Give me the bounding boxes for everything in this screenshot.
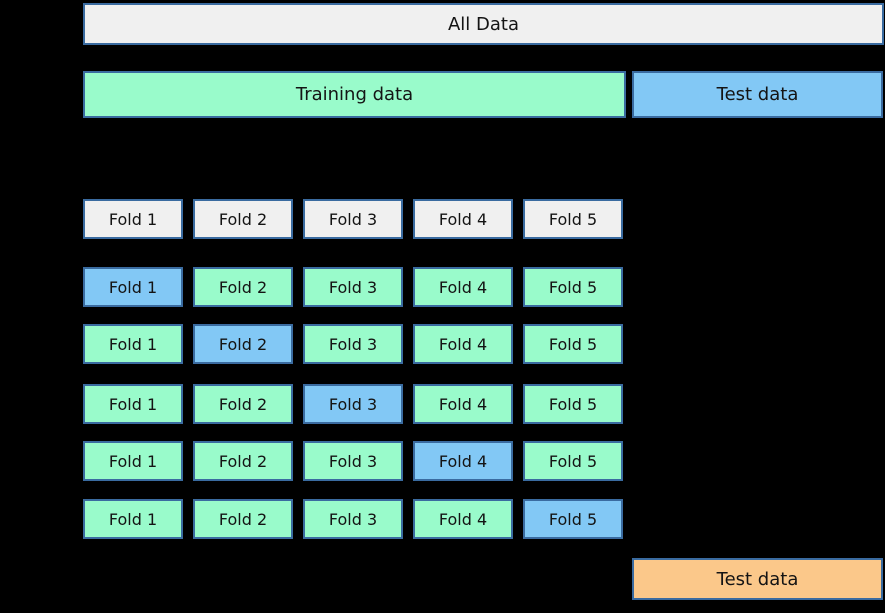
- fold-cell: Fold 1: [83, 384, 183, 424]
- fold-cell: Fold 4: [413, 441, 513, 481]
- training-data-label: Training data: [295, 84, 414, 105]
- fold-cell: Fold 3: [303, 267, 403, 307]
- fold-cell: Fold 1: [83, 499, 183, 539]
- training-data-bar: Training data: [83, 71, 626, 118]
- cv-split-row: Fold 1 Fold 2 Fold 3 Fold 4 Fold 5: [83, 384, 628, 424]
- fold-header-row: Fold 1 Fold 2 Fold 3 Fold 4 Fold 5: [83, 199, 628, 239]
- fold-cell: Fold 3: [303, 324, 403, 364]
- fold-cell: Fold 4: [413, 499, 513, 539]
- final-test-data-bar: Test data: [632, 558, 883, 600]
- fold-cell: Fold 2: [193, 499, 293, 539]
- test-data-label: Test data: [716, 84, 799, 105]
- fold-cell: Fold 2: [193, 441, 293, 481]
- cv-split-row: Fold 1 Fold 2 Fold 3 Fold 4 Fold 5: [83, 324, 628, 364]
- fold-cell: Fold 4: [413, 384, 513, 424]
- all-data-bar: All Data: [83, 3, 884, 45]
- fold-cell: Fold 3: [303, 499, 403, 539]
- fold-cell: Fold 5: [523, 324, 623, 364]
- cv-split-row: Fold 1 Fold 2 Fold 3 Fold 4 Fold 5: [83, 499, 628, 539]
- fold-cell: Fold 3: [303, 384, 403, 424]
- fold-cell: Fold 5: [523, 441, 623, 481]
- fold-cell: Fold 4: [413, 324, 513, 364]
- fold-cell: Fold 2: [193, 267, 293, 307]
- fold-header-cell: Fold 1: [83, 199, 183, 239]
- cv-split-row: Fold 1 Fold 2 Fold 3 Fold 4 Fold 5: [83, 441, 628, 481]
- fold-cell: Fold 2: [193, 324, 293, 364]
- final-test-data-label: Test data: [716, 568, 799, 590]
- all-data-label: All Data: [447, 13, 519, 35]
- fold-cell: Fold 5: [523, 267, 623, 307]
- fold-header-cell: Fold 2: [193, 199, 293, 239]
- fold-header-cell: Fold 5: [523, 199, 623, 239]
- test-data-bar: Test data: [632, 71, 883, 118]
- fold-cell: Fold 1: [83, 441, 183, 481]
- cv-split-row: Fold 1 Fold 2 Fold 3 Fold 4 Fold 5: [83, 267, 628, 307]
- fold-cell: Fold 1: [83, 267, 183, 307]
- fold-cell: Fold 5: [523, 499, 623, 539]
- fold-cell: Fold 5: [523, 384, 623, 424]
- fold-header-cell: Fold 3: [303, 199, 403, 239]
- fold-cell: Fold 4: [413, 267, 513, 307]
- fold-cell: Fold 3: [303, 441, 403, 481]
- fold-cell: Fold 1: [83, 324, 183, 364]
- fold-header-cell: Fold 4: [413, 199, 513, 239]
- fold-cell: Fold 2: [193, 384, 293, 424]
